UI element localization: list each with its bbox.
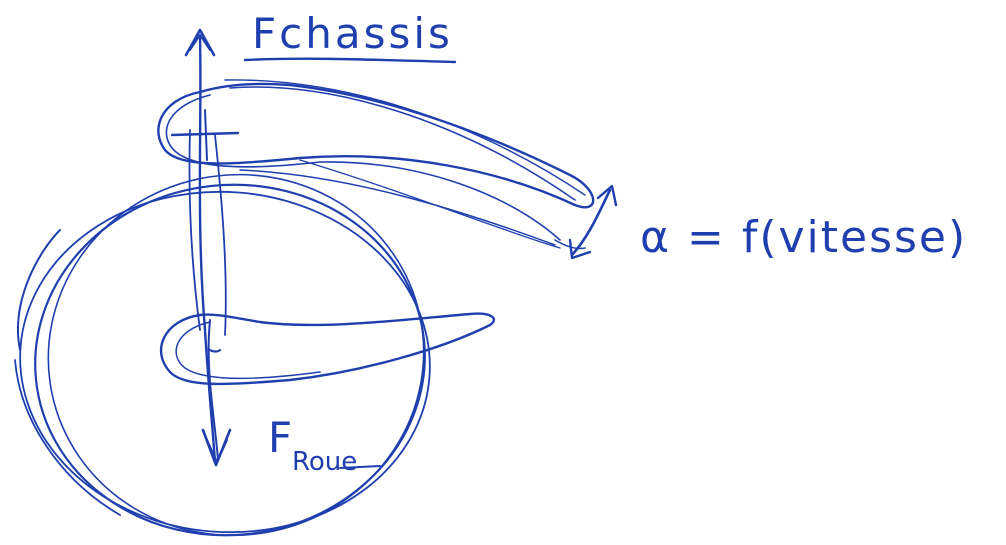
chassis-force-arrow [184,28,216,57]
wheel-circle [14,173,431,537]
vertical-strut [188,36,227,464]
pressure-center-cross [170,109,240,161]
angle-double-arrow [554,184,618,260]
wheel-force-arrow [201,348,232,467]
lower-foil [159,312,496,386]
angle-formula-label: α = f(vitesse) [640,212,967,263]
wheel-force-subscript-underline [339,465,381,469]
chassis-label-underline [243,57,457,64]
upper-foil [157,79,595,249]
wheel-force-label-subscript: Roue [292,447,357,477]
chassis-force-label: Fchassis [252,9,453,58]
wheel-force-label-main: F [268,413,292,462]
